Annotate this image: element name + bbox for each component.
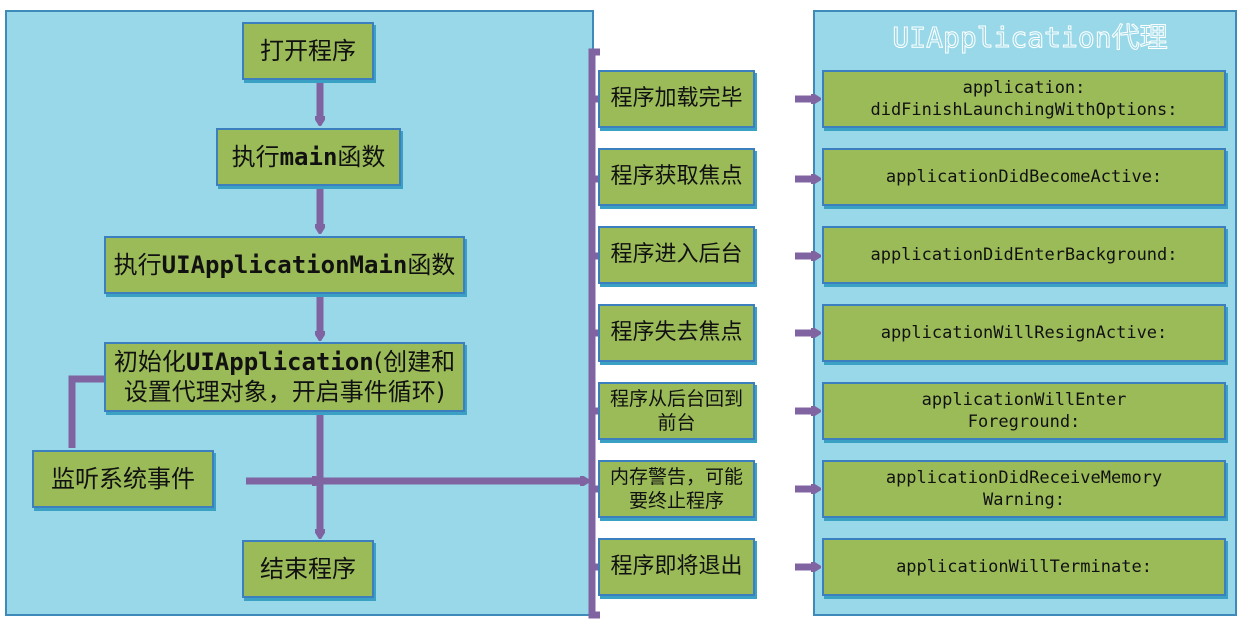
method-line1: applicationDidEnterBackground: xyxy=(870,245,1178,265)
event-3: 程序失去焦点 xyxy=(598,304,755,362)
event-label: 程序即将退出 xyxy=(610,554,743,579)
delegate-title: UIApplication代理 xyxy=(892,21,1168,55)
step-label: 执行main函数 xyxy=(231,143,386,171)
step-open-program: 打开程序 xyxy=(242,22,374,80)
event-label: 程序进入后台 xyxy=(610,242,743,267)
delegate-method-3: applicationWillResignActive: xyxy=(822,304,1226,362)
method-line1: applicationDidReceiveMemory xyxy=(885,468,1163,488)
step-label: 执行UIApplicationMain函数 xyxy=(113,251,456,279)
step-label: 打开程序 xyxy=(260,37,356,65)
step-label: 结束程序 xyxy=(260,555,356,583)
method-line2: Foreground: xyxy=(967,412,1081,432)
step-end-program: 结束程序 xyxy=(242,540,374,598)
event-4: 程序从后台回到前台 xyxy=(598,382,755,440)
event-label-line1: 程序从后台回到 xyxy=(609,388,743,410)
method-line1: application: xyxy=(962,78,1086,98)
method-line2: didFinishLaunchingWithOptions: xyxy=(870,100,1178,120)
event-1: 程序获取焦点 xyxy=(598,148,755,206)
method-line1: applicationWillTerminate: xyxy=(896,557,1152,577)
event-6: 程序即将退出 xyxy=(598,538,755,596)
event-label-line2: 要终止程序 xyxy=(628,490,724,512)
method-line1: applicationWillEnter xyxy=(921,390,1127,410)
step-label-line1: 初始化UIApplication(创建和 xyxy=(113,348,456,376)
lifecycle-panel xyxy=(5,10,594,616)
step-execute-main: 执行main函数 xyxy=(216,128,401,186)
event-label-line2: 前台 xyxy=(657,412,696,434)
delegate-method-6: applicationWillTerminate: xyxy=(822,538,1226,596)
method-line2: Warning: xyxy=(983,490,1065,510)
delegate-method-2: applicationDidEnterBackground: xyxy=(822,226,1226,284)
event-0: 程序加载完毕 xyxy=(598,70,755,128)
step-label-line2: 设置代理对象，开启事件循环) xyxy=(123,378,446,406)
step-listen-system-events: 监听系统事件 xyxy=(32,450,214,508)
event-label: 程序失去焦点 xyxy=(610,320,743,345)
event-label: 程序获取焦点 xyxy=(610,164,743,189)
delegate-method-1: applicationDidBecomeActive: xyxy=(822,148,1226,206)
event-2: 程序进入后台 xyxy=(598,226,755,284)
step-label: 监听系统事件 xyxy=(51,465,195,493)
event-label: 程序加载完毕 xyxy=(610,86,743,111)
event-5: 内存警告，可能要终止程序 xyxy=(598,460,755,518)
method-line1: applicationWillResignActive: xyxy=(880,323,1168,343)
step-execute-uiapplicationmain: 执行UIApplicationMain函数 xyxy=(104,236,465,294)
delegate-method-0: application:didFinishLaunchingWithOption… xyxy=(822,70,1226,128)
loop-listen-to-init xyxy=(68,375,104,448)
method-line1: applicationDidBecomeActive: xyxy=(885,167,1163,187)
step-init-uiapplication: 初始化UIApplication(创建和 设置代理对象，开启事件循环) xyxy=(104,342,465,412)
event-label-line1: 内存警告，可能 xyxy=(609,466,743,488)
